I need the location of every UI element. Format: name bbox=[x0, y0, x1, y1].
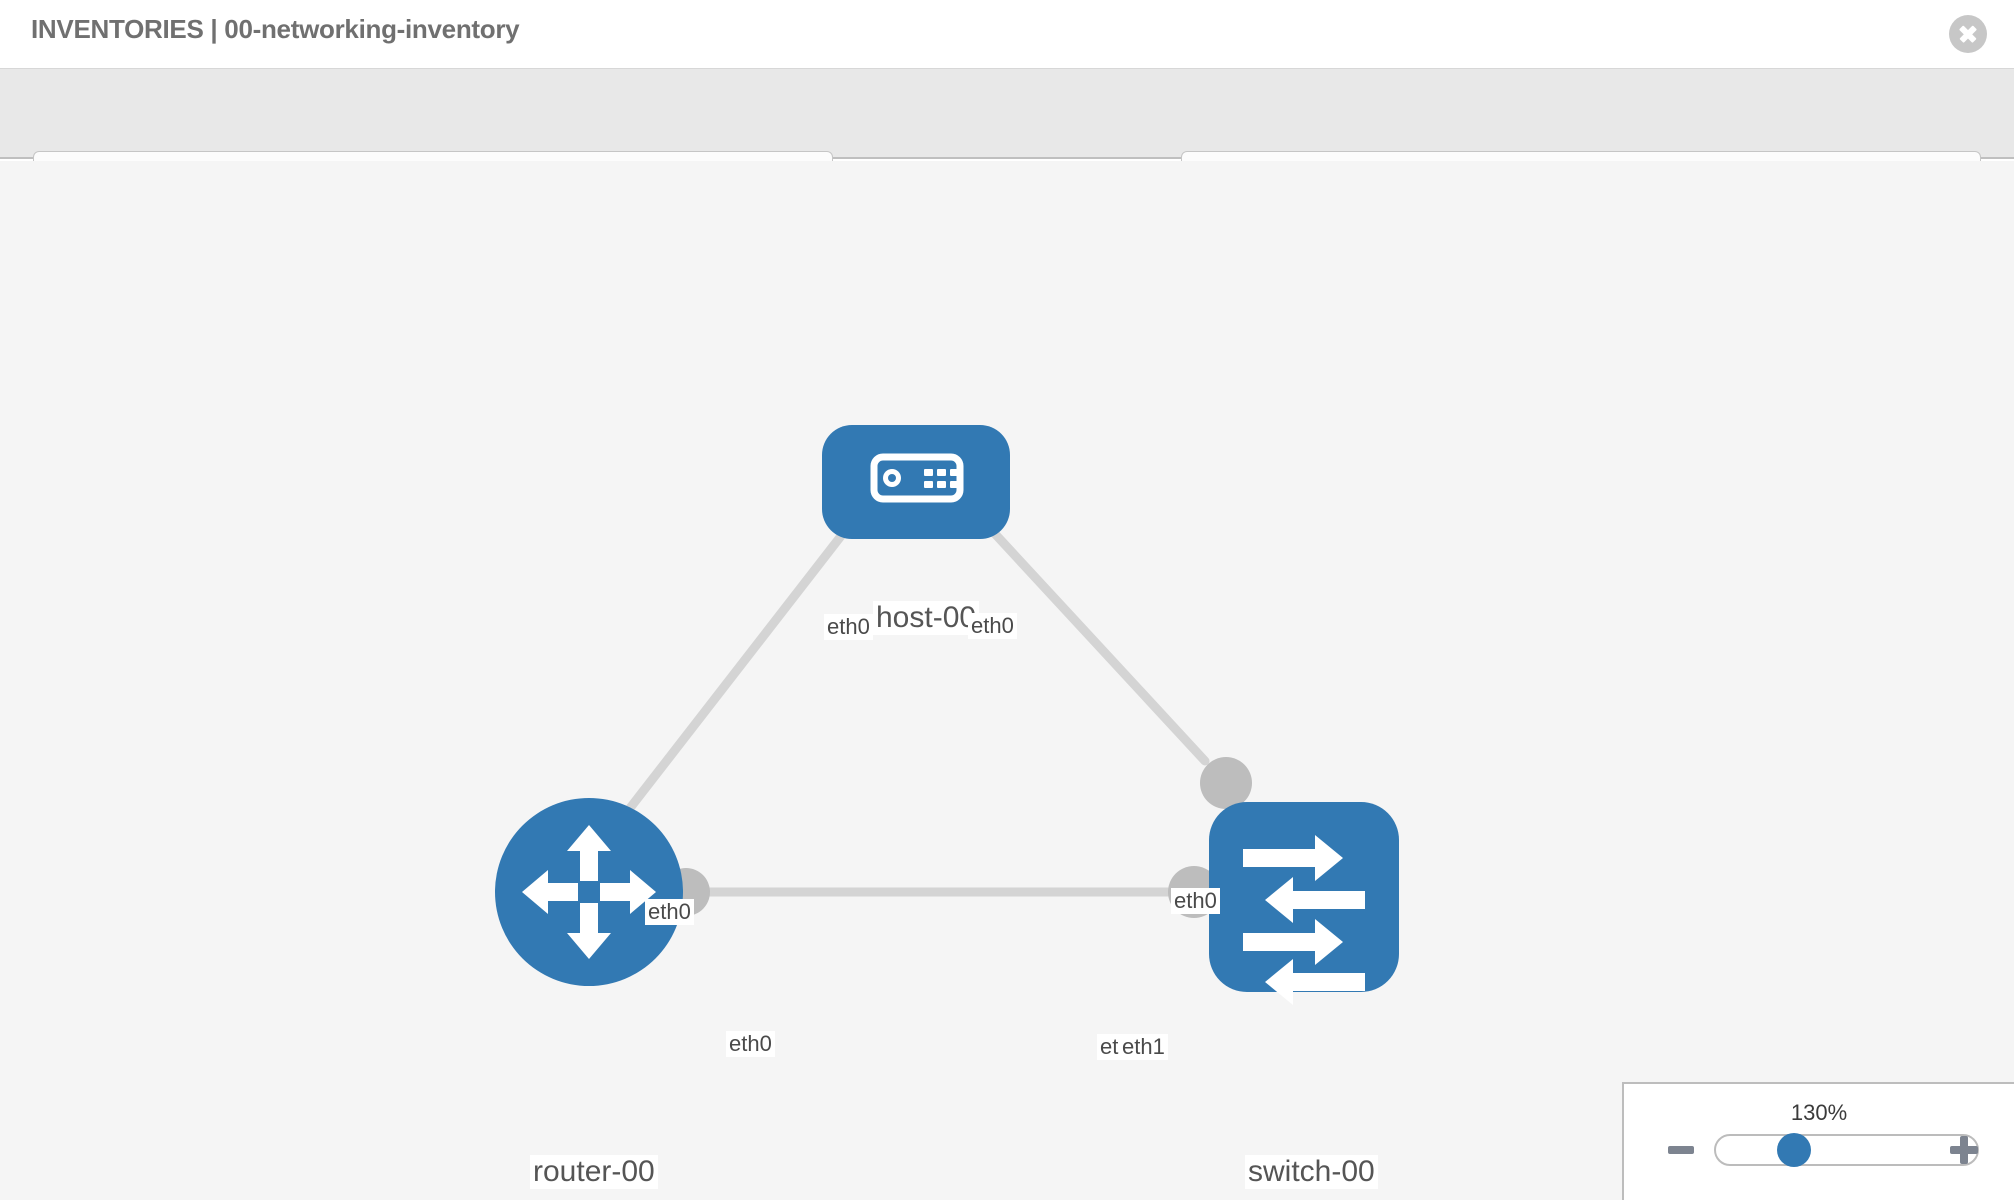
topology-links bbox=[615, 491, 1210, 897]
edge-label-router-eth0-north: eth0 bbox=[645, 899, 694, 925]
node-host-00[interactable] bbox=[822, 425, 1010, 539]
node-router-00[interactable] bbox=[495, 798, 683, 986]
node-label-router: router-00 bbox=[530, 1155, 658, 1189]
zoom-slider[interactable] bbox=[1714, 1134, 1979, 1166]
edge-label-router-eth0-east: eth0 bbox=[726, 1031, 775, 1057]
edge-label-switch-eth1: eth1 bbox=[1119, 1034, 1168, 1060]
edge-label-host-eth0-left: eth0 bbox=[824, 614, 873, 640]
topology-graph bbox=[495, 425, 1399, 1005]
toolbar: ACTIONS SEARCH bbox=[0, 69, 2014, 203]
connector-switch-nw bbox=[1200, 757, 1252, 809]
topology-canvas[interactable]: host-00 router-00 switch-00 eth0 eth0 et… bbox=[0, 161, 2014, 1200]
zoom-level-value: 130% bbox=[1790, 1100, 1848, 1125]
plus-icon[interactable] bbox=[1950, 1136, 1978, 1164]
close-icon[interactable] bbox=[1949, 15, 1987, 53]
server-icon bbox=[870, 453, 964, 503]
page-header: INVENTORIES | 00-networking-inventory bbox=[0, 0, 2014, 69]
zoom-slider-thumb[interactable] bbox=[1777, 1133, 1811, 1167]
node-switch-00[interactable] bbox=[1209, 802, 1399, 1005]
minus-icon[interactable] bbox=[1668, 1146, 1694, 1154]
edge-label-host-eth0-right: eth0 bbox=[968, 613, 1017, 639]
edge-label-switch-eth0-north: eth0 bbox=[1171, 888, 1220, 914]
node-label-switch: switch-00 bbox=[1245, 1155, 1378, 1189]
link-host-switch bbox=[955, 491, 1210, 766]
page-title: INVENTORIES | 00-networking-inventory bbox=[31, 14, 520, 44]
node-label-host: host-00 bbox=[873, 601, 980, 635]
router-arrows-icon bbox=[522, 825, 656, 959]
zoom-control-panel: 130% bbox=[1622, 1082, 2014, 1200]
switch-arrows-icon bbox=[1243, 835, 1365, 1005]
link-host-router bbox=[615, 491, 877, 826]
